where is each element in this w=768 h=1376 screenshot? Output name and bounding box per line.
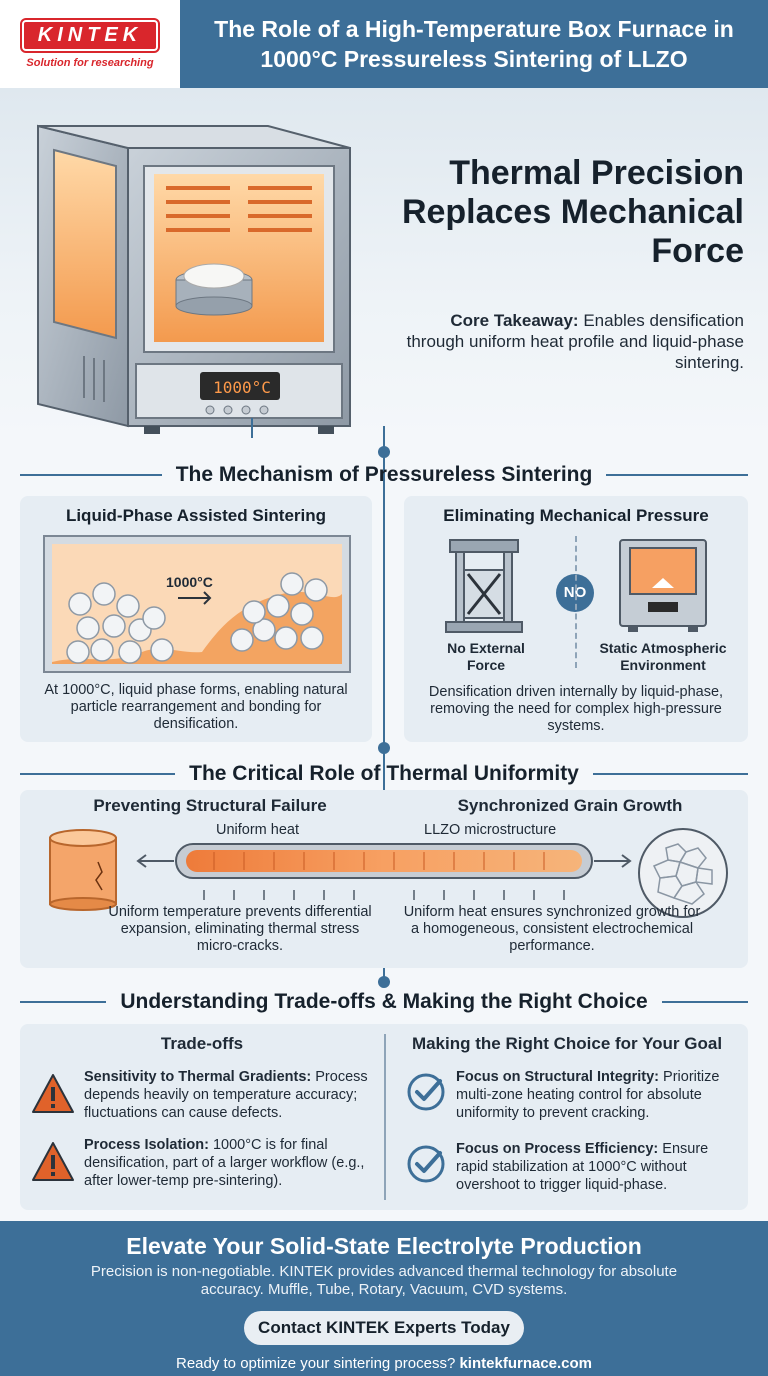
core-takeaway-label: Core Takeaway: (450, 311, 579, 330)
tradeoffs-title: Trade-offs (160, 1034, 244, 1053)
item-label: Focus on Structural Integrity: (456, 1069, 660, 1085)
no-external-force-label: No External Force (447, 640, 525, 673)
warning-icon (32, 1074, 74, 1113)
item-text: Prioritize multi-zone heating control fo… (456, 1069, 720, 1121)
core-takeaway: Core Takeaway: Enables densification thr… (404, 310, 744, 373)
static-atmosphere-label: Static Atmospheric Environment (599, 640, 727, 673)
footer: Elevate Your Solid-State Electrolyte Pro… (0, 1221, 768, 1376)
box-furnace-icon (37, 124, 351, 438)
tradeoff-text: Sensitivity to Thermal Gradients: Proces… (84, 1068, 380, 1122)
item-text: 1000°C is for final densification, part … (84, 1137, 365, 1189)
panel-title-left: Preventing Structural Failure (93, 796, 327, 815)
divider (575, 536, 577, 668)
section-heading-text: Understanding Trade-offs & Making the Ri… (120, 990, 648, 1013)
item-text: Process depends heavily on temperature a… (84, 1069, 368, 1121)
cracked-cylinder-icon (49, 829, 117, 911)
warning-icon (32, 1142, 74, 1181)
brand-logo[interactable]: KINTEK Solution for researching (0, 0, 180, 88)
page-title: The Role of a High-Temperature Box Furna… (180, 0, 768, 88)
sintering-diagram (43, 535, 351, 673)
box-furnace-icon (619, 539, 707, 632)
connector-line (383, 426, 385, 986)
header: KINTEK Solution for researching The Role… (0, 0, 768, 88)
panel-title: Liquid-Phase Assisted Sintering (65, 506, 327, 525)
panel-caption: At 1000°C, liquid phase forms, enabling … (44, 682, 348, 732)
contact-experts-button[interactable]: Contact KINTEK Experts Today (244, 1311, 524, 1345)
hydraulic-press-icon (445, 539, 523, 633)
caption-grain-growth: Uniform heat ensures synchronized growth… (403, 904, 701, 954)
divider (384, 1034, 386, 1200)
connector-dot (378, 976, 390, 988)
check-circle-icon (407, 1145, 445, 1183)
connector-dot (378, 446, 390, 458)
panel-tradeoffs: Trade-offs Making the Right Choice for Y… (20, 1024, 748, 1210)
item-label: Sensitivity to Thermal Gradients: (84, 1069, 312, 1085)
panel-caption: Densification driven internally by liqui… (428, 684, 724, 734)
item-text: Ensure rapid stabilization at 1000°C wit… (456, 1141, 709, 1193)
website-link[interactable]: kintekfurnace.com (459, 1355, 593, 1372)
panel-title: Eliminating Mechanical Pressure (443, 506, 709, 525)
hero-title: Thermal Precision Replaces Mechanical Fo… (401, 154, 744, 270)
footer-url-line: Ready to optimize your sintering process… (0, 1355, 768, 1372)
brand-tagline: Solution for researching (26, 56, 154, 69)
panel-eliminating-pressure: Eliminating Mechanical Pressure NO No Ex… (404, 496, 748, 742)
diagram-temp-label: 1000°C (166, 574, 213, 590)
hero: 1000°C Thermal Precision Replaces Mechan… (0, 88, 768, 440)
choice-text: Focus on Structural Integrity: Prioritiz… (456, 1068, 744, 1122)
section-heading-text: The Critical Role of Thermal Uniformity (189, 762, 579, 785)
panel-thermal-uniformity: Preventing Structural Failure Synchroniz… (20, 790, 748, 968)
section-heading-text: The Mechanism of Pressureless Sintering (175, 463, 593, 486)
panel-title-right: Synchronized Grain Growth (457, 796, 683, 815)
core-takeaway-text: Enables densification through uniform he… (406, 311, 744, 372)
tradeoff-item: Process Isolation: 1000°C is for final d… (30, 1136, 380, 1190)
grain-structure-icon (638, 828, 728, 918)
choice-text: Focus on Process Efficiency: Ensure rapi… (456, 1140, 744, 1194)
caption-structural-failure: Uniform temperature prevents differentia… (108, 904, 372, 954)
check-circle-icon (407, 1073, 445, 1111)
uniform-heat-bar (136, 843, 632, 900)
panel-liquid-phase: Liquid-Phase Assisted Sintering 1000°C A… (20, 496, 372, 742)
tradeoff-text: Process Isolation: 1000°C is for final d… (84, 1136, 380, 1190)
right-choice-title: Making the Right Choice for Your Goal (411, 1034, 723, 1053)
tradeoff-item: Sensitivity to Thermal Gradients: Proces… (30, 1068, 380, 1122)
section-heading-tradeoffs: Understanding Trade-offs & Making the Ri… (20, 987, 749, 1017)
item-label: Focus on Process Efficiency: (456, 1141, 659, 1157)
choice-item: Focus on Structural Integrity: Prioritiz… (406, 1068, 744, 1122)
footer-url-prefix: Ready to optimize your sintering process… (175, 1355, 456, 1372)
bar-right-label: LLZO microstructure (424, 822, 557, 838)
bar-left-label: Uniform heat (216, 822, 300, 838)
section-heading-uniformity: The Critical Role of Thermal Uniformity (20, 759, 749, 789)
footer-text: Precision is non-negotiable. KINTEK prov… (90, 1263, 678, 1298)
brand-name: KINTEK (21, 19, 159, 51)
choice-item: Focus on Process Efficiency: Ensure rapi… (406, 1140, 744, 1194)
connector-dot (378, 742, 390, 754)
footer-title: Elevate Your Solid-State Electrolyte Pro… (126, 1233, 642, 1259)
section-heading-mechanism: The Mechanism of Pressureless Sintering (20, 460, 749, 490)
furnace-display: 1000°C (213, 378, 271, 397)
item-label: Process Isolation: (84, 1137, 209, 1153)
